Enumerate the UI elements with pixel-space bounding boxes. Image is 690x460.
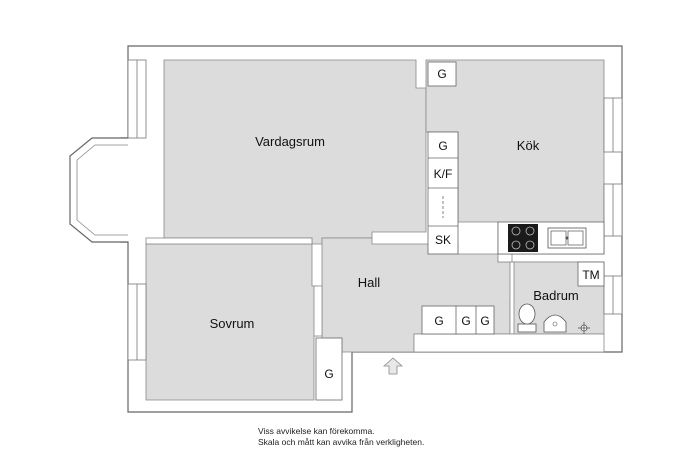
disclaimer: Viss avvikelse kan förekomma. Skala och … — [258, 426, 518, 448]
wardrobe-kitchen-top — [427, 61, 457, 87]
wall-bath-left — [509, 261, 515, 335]
room-label-vardagsrum: Vardagsrum — [255, 134, 325, 149]
window-left-bottom — [127, 283, 147, 361]
cabinet-column — [427, 131, 459, 255]
washing-machine-label: TM — [582, 268, 599, 282]
bay-window — [69, 137, 128, 243]
room-label-sovrum: Sovrum — [210, 316, 255, 331]
room-label-kok: Kök — [517, 138, 540, 153]
wardrobe-column-label: G — [438, 139, 447, 153]
window-right-2 — [603, 183, 623, 237]
disclaimer-line-2: Skala och mått kan avvika från verklighe… — [258, 437, 425, 447]
wall-bedroom-hall — [313, 285, 323, 337]
stove — [508, 224, 538, 252]
hall-wardrobe-1-label: G — [434, 314, 443, 328]
washing-machine — [577, 261, 605, 287]
wall-hall-kitchen — [497, 253, 513, 263]
entrance-arrow-icon — [382, 357, 404, 375]
shower — [578, 322, 590, 334]
wardrobe-kitchen-top-label: G — [437, 67, 446, 81]
wardrobe-bedroom — [315, 337, 343, 401]
window-right-1 — [603, 97, 623, 153]
room-label-badrum: Badrum — [533, 288, 579, 303]
hall-wardrobe-2-label: G — [461, 314, 470, 328]
wardrobe-bedroom-label: G — [324, 367, 333, 381]
hall-wardrobe-3-label: G — [480, 314, 489, 328]
toilet — [517, 303, 537, 333]
fridge-freezer-label: K/F — [434, 167, 453, 181]
window-right-3 — [603, 275, 623, 315]
wall-living-bedroom — [145, 237, 313, 245]
room-label-hall: Hall — [358, 275, 381, 290]
wall-bath-bottom — [413, 333, 605, 353]
window-left-top — [127, 59, 147, 139]
kitchen-counter — [497, 221, 605, 255]
storage-cabinet-label: SK — [435, 233, 451, 247]
washbasin — [543, 314, 567, 333]
disclaimer-line-1: Viss avvikelse kan förekomma. — [258, 426, 375, 436]
living-room-floor — [163, 59, 427, 245]
hall-wardrobes — [421, 305, 495, 335]
